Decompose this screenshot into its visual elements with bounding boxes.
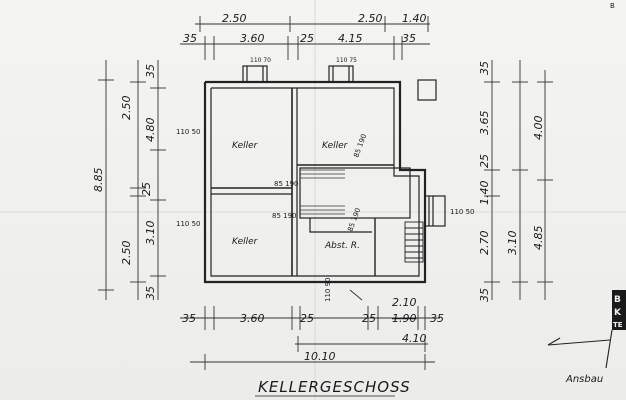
left-dim-detail-4: 3.10 — [144, 221, 157, 246]
right-dim-outer-2: 4.85 — [532, 226, 545, 251]
light-well — [417, 79, 446, 227]
top-dim-4: 35 — [183, 32, 197, 45]
stamp-text-3: TE — [613, 321, 623, 329]
top-dim-5: 3.60 — [240, 32, 265, 45]
room-keller-1: Keller — [232, 141, 259, 151]
stamp-block — [612, 290, 626, 330]
top-dim-1: 2.50 — [222, 12, 247, 25]
signature — [547, 329, 613, 369]
top-dim-7: 4.15 — [338, 32, 363, 45]
bottom-dim-row2: 4.10 — [402, 332, 427, 345]
right-dim-2: 3.65 — [478, 111, 491, 136]
bottom-dim-7: 35 — [430, 312, 444, 325]
room-keller-3: Keller — [232, 237, 259, 247]
room-abst: Abst. R. — [324, 241, 360, 251]
room-keller-2: Keller — [322, 141, 349, 151]
bottom-dim-4: 25 — [362, 312, 376, 325]
window-label-2: 110 75 — [336, 57, 357, 64]
opening-label-f: 85 190 — [346, 207, 362, 233]
top-dim-2: 2.50 — [358, 12, 383, 25]
stair-hatch — [300, 169, 345, 215]
walls — [203, 80, 427, 284]
opening-label-c: 85 190 — [274, 180, 299, 188]
right-dim-3: 25 — [478, 154, 491, 168]
top-dim-6: 25 — [300, 32, 314, 45]
left-dim-inner-1: 2.50 — [120, 96, 133, 121]
opening-label-g: 110 50 — [450, 208, 475, 216]
left-dim-detail-2: 4.80 — [144, 118, 157, 143]
drawing-title: KELLERGESCHOSS — [258, 378, 411, 396]
bottom-dim-1: 35 — [182, 312, 196, 325]
bottom-dim-6: 1.90 — [392, 312, 417, 325]
bottom-dim-total: 10.10 — [304, 350, 336, 363]
opening-label-d: 85 190 — [272, 212, 297, 220]
top-dim-3: 1.40 — [402, 12, 427, 25]
dimension-lines — [98, 16, 553, 370]
left-dim-detail-1: 35 — [144, 64, 157, 78]
stamp-text-2: K — [614, 308, 622, 318]
left-dim-detail-5: 35 — [144, 286, 157, 300]
left-dim-inner-3: 2.50 — [120, 241, 133, 266]
staircase — [404, 221, 424, 263]
bottom-dim-3: 25 — [300, 312, 314, 325]
opening-label-a: 110 50 — [176, 128, 201, 136]
bottom-dim-5: 2.10 — [392, 296, 417, 309]
right-dim-7: 35 — [478, 288, 491, 302]
bottom-dim-2: 3.60 — [240, 312, 265, 325]
opening-label-b: 110 50 — [176, 220, 201, 228]
opening-label-e: 85 190 — [352, 133, 368, 159]
left-dim-outer: 8.85 — [92, 168, 105, 193]
right-dim-outer: 4.00 — [532, 116, 545, 141]
right-dim-5: 2.70 — [478, 231, 491, 256]
window-label-1: 110 70 — [250, 57, 271, 64]
top-dim-8: 35 — [402, 32, 416, 45]
right-dim-1: 35 — [478, 61, 491, 75]
right-dim-6: 3.10 — [506, 231, 519, 256]
signature-text: Ansbau — [565, 374, 603, 385]
right-dim-4: 1.40 — [478, 181, 491, 206]
opening-label-h: 110 90 — [324, 278, 332, 303]
stamp-text-1: B — [614, 295, 621, 305]
top-windows — [242, 65, 354, 83]
corner-mark: B — [610, 2, 615, 10]
left-dim-inner-2: 25 — [140, 182, 153, 196]
